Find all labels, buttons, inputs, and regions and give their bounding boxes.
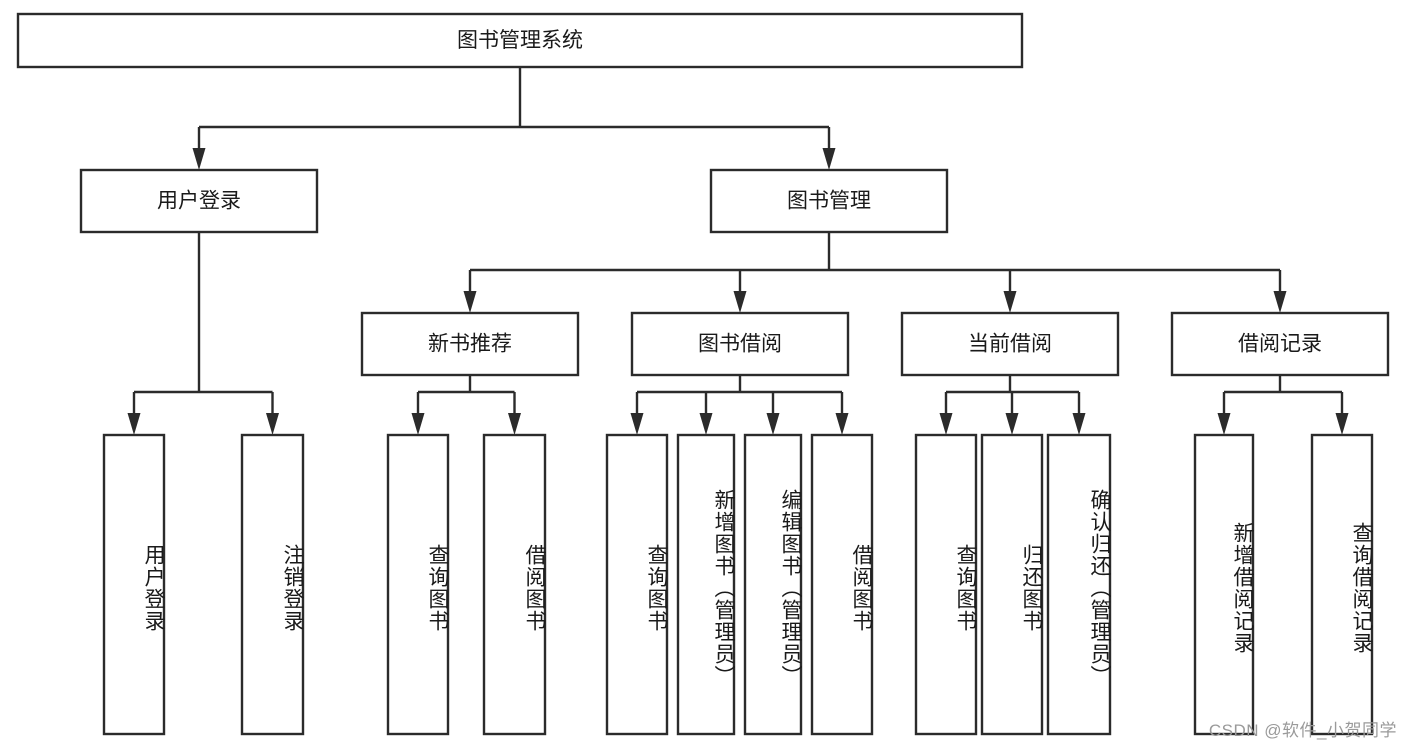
node-leaf-confirm-return[interactable] <box>1046 433 1112 736</box>
connector-group <box>463 232 1287 313</box>
connector-group <box>1217 375 1349 435</box>
node-label: 图书管理 <box>787 190 871 213</box>
node-leaf-query-book-1[interactable] <box>386 433 450 736</box>
node-book-manage[interactable] <box>709 168 949 234</box>
node-leaf-query-book-3[interactable] <box>914 433 978 736</box>
watermark: CSDN @软件_小贺同学 <box>1208 721 1397 740</box>
connectors-layer <box>127 67 1349 435</box>
node-current-borrow[interactable] <box>900 311 1120 377</box>
connector-group <box>127 232 279 435</box>
node-label: 图书管理系统 <box>457 29 583 52</box>
node-label: 用户登录 <box>157 190 241 213</box>
node-leaf-query-book-2[interactable] <box>605 433 669 736</box>
connector-group <box>192 67 836 170</box>
node-book-borrow[interactable] <box>630 311 850 377</box>
node-label: 新书推荐 <box>428 333 512 356</box>
node-leaf-borrow-book-2[interactable] <box>810 433 874 736</box>
node-user-login[interactable] <box>79 168 319 234</box>
node-root-system[interactable] <box>16 12 1024 69</box>
node-label: 借阅记录 <box>1238 333 1322 356</box>
node-label: 当前借阅 <box>968 333 1052 356</box>
node-label: 图书借阅 <box>698 333 782 356</box>
node-leaf-add-book[interactable] <box>676 433 736 736</box>
connector-group <box>630 375 849 435</box>
node-borrow-record[interactable] <box>1170 311 1390 377</box>
connector-group <box>411 375 521 435</box>
node-leaf-query-record[interactable] <box>1310 433 1374 736</box>
node-new-book-rec[interactable] <box>360 311 580 377</box>
node-leaf-return-book[interactable] <box>980 433 1044 736</box>
node-leaf-borrow-book-1[interactable] <box>482 433 547 736</box>
connector-group <box>939 375 1086 435</box>
node-leaf-user-login[interactable] <box>102 433 166 736</box>
node-leaf-edit-book[interactable] <box>743 433 803 736</box>
node-leaf-add-record[interactable] <box>1193 433 1255 736</box>
node-leaf-user-logout[interactable] <box>240 433 305 736</box>
